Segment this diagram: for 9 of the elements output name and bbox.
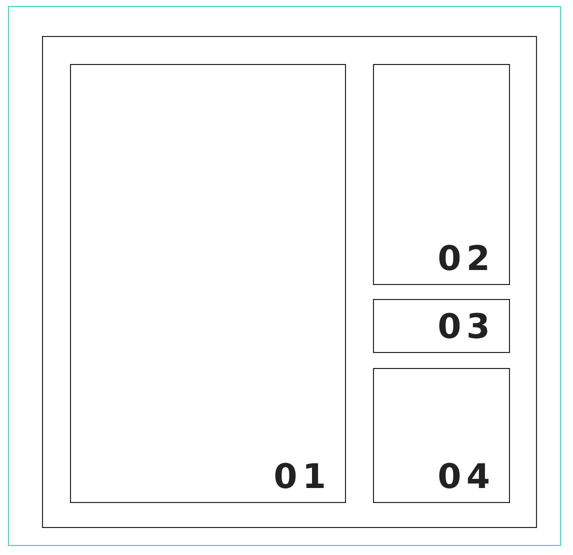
- panel-number: 01: [274, 460, 331, 494]
- panel-number: 04: [438, 460, 495, 494]
- panel-box: [373, 299, 510, 353]
- panel-number: 03: [438, 310, 495, 344]
- panel-number: 02: [438, 242, 495, 276]
- panel-box: [373, 64, 510, 285]
- panel-box: [70, 64, 346, 503]
- frame-box: [42, 36, 537, 528]
- panel-box: [373, 368, 510, 503]
